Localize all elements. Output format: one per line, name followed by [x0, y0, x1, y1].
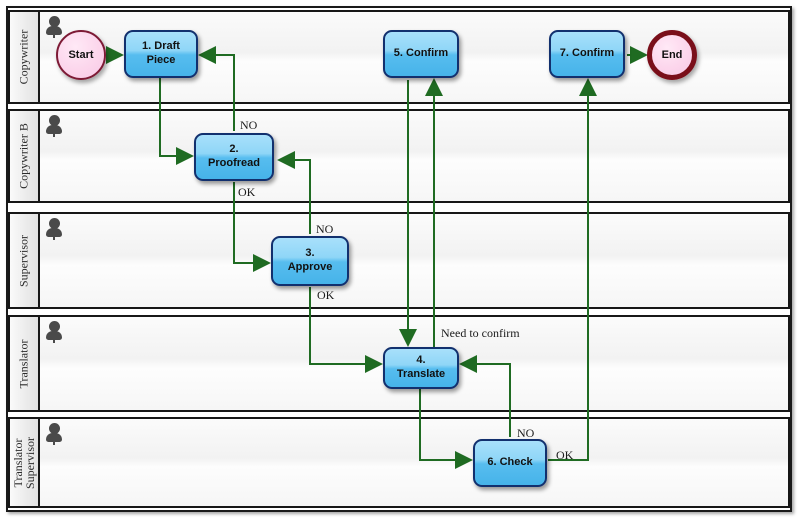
- lane-supervisor: Supervisor: [8, 212, 790, 309]
- actor-icon: [46, 321, 62, 343]
- flow-label-proofread-no: NO: [240, 118, 258, 132]
- end-event-label: End: [661, 49, 683, 61]
- task-confirm-7-label: 7. Confirm: [559, 47, 615, 60]
- lane-header-copywriter: Copywriter: [10, 12, 40, 102]
- task-proofread-line-1: 2.: [229, 143, 239, 156]
- task-approve-line-1: 3.: [305, 247, 315, 260]
- task-draft-piece-line-2: Piece: [146, 54, 176, 66]
- start-event[interactable]: Start: [56, 30, 106, 80]
- task-translate-line-1: 4.: [416, 354, 426, 367]
- task-check-label: 6. Check: [487, 456, 533, 469]
- start-event-label: Start: [68, 49, 94, 61]
- flow-label-need-to-confirm: Need to confirm: [441, 326, 520, 340]
- flow-label-check-ok: OK: [556, 448, 574, 462]
- task-confirm-5-label: 5. Confirm: [393, 47, 449, 60]
- lane-label-supervisor: Supervisor: [16, 234, 31, 287]
- task-proofread[interactable]: 2.Proofread: [194, 133, 274, 181]
- flow-label-approve-ok: OK: [317, 288, 335, 302]
- actor-icon: [46, 423, 62, 445]
- task-approve-line-2: Approve: [287, 261, 333, 273]
- task-confirm-7[interactable]: 7. Confirm: [549, 30, 625, 78]
- actor-icon: [46, 218, 62, 240]
- lane-label-line-2: Supervisor: [23, 436, 37, 489]
- task-check[interactable]: 6. Check: [473, 439, 547, 487]
- lane-label-copywriter-b: Copywriter B: [16, 123, 31, 189]
- actor-icon: [46, 115, 62, 137]
- end-event[interactable]: End: [647, 30, 697, 80]
- lane-header-supervisor: Supervisor: [10, 214, 40, 307]
- lane-header-copywriter-b: Copywriter B: [10, 111, 40, 201]
- lane-copywriter-b: Copywriter B: [8, 109, 790, 203]
- flow-label-approve-no: NO: [316, 222, 334, 236]
- task-translate-line-2: Translate: [396, 368, 446, 380]
- lane-label-copywriter: Copywriter: [16, 29, 31, 85]
- task-translate[interactable]: 4.Translate: [383, 347, 459, 389]
- task-approve[interactable]: 3.Approve: [271, 236, 349, 286]
- lane-label-translator: Translator: [16, 339, 31, 388]
- task-proofread-line-2: Proofread: [208, 157, 260, 169]
- task-draft-piece-line-1: 1. Draft: [142, 40, 180, 53]
- flow-label-check-no: NO: [517, 426, 535, 440]
- task-confirm-5[interactable]: 5. Confirm: [383, 30, 459, 78]
- flow-label-proofread-ok: OK: [238, 185, 256, 199]
- actor-icon: [46, 16, 62, 38]
- lane-header-translator: Translator: [10, 317, 40, 410]
